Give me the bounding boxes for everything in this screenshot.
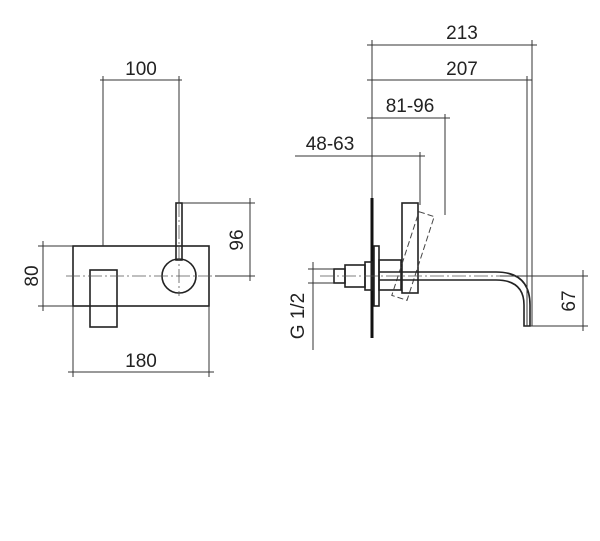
body <box>378 259 402 291</box>
dim-81-96: 81-96 <box>386 96 435 117</box>
dim-213: 213 <box>446 23 478 44</box>
dim-96: 96 <box>227 229 248 250</box>
side-view: 213 207 81-96 48-63 G 1/2 67 <box>288 23 588 350</box>
lever-side <box>401 202 419 294</box>
dim-67: 67 <box>559 290 580 311</box>
dim-207: 207 <box>446 59 478 80</box>
lever-tilted <box>391 211 435 301</box>
dim-100: 100 <box>125 59 157 80</box>
dim-thread: G 1/2 <box>288 293 309 339</box>
dim-80: 80 <box>22 265 43 286</box>
front-view: 100 80 96 180 <box>22 59 255 377</box>
dim-48-63: 48-63 <box>306 134 355 155</box>
dim-180: 180 <box>125 351 157 372</box>
front-handle-block <box>89 269 118 328</box>
